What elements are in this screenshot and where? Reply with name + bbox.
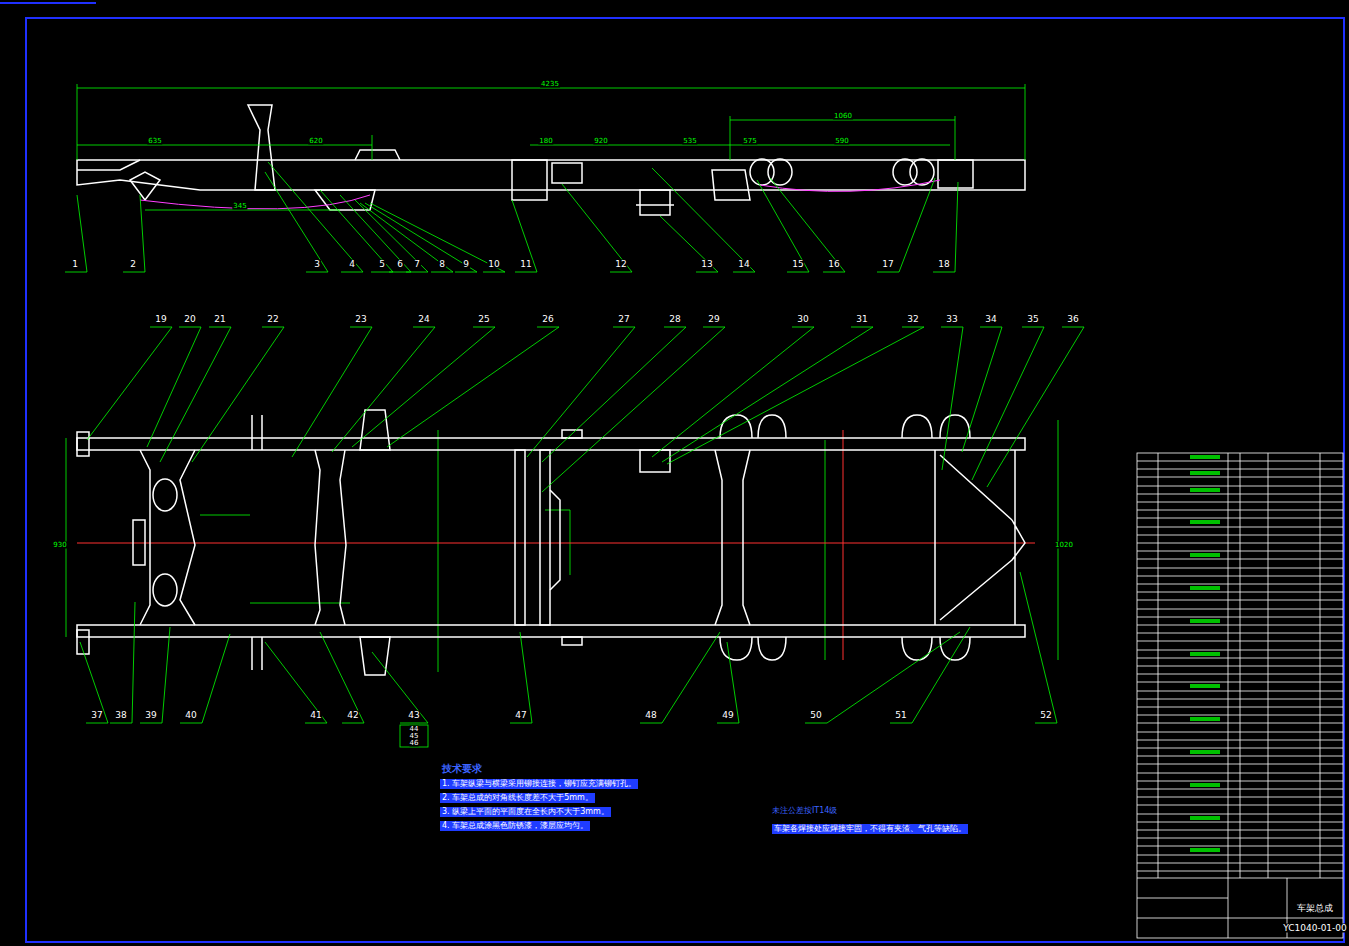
callout-number: 3: [313, 260, 321, 269]
callout-number: 7: [413, 260, 421, 269]
callout-number: 42: [346, 711, 359, 720]
callout-number: 39: [144, 711, 157, 720]
callout-number: 5: [378, 260, 386, 269]
callout-number: 24: [417, 315, 430, 324]
callout-number: 4: [348, 260, 356, 269]
callout-number: 27: [617, 315, 630, 324]
callout-number: 11: [519, 260, 532, 269]
callout-number: 21: [213, 315, 226, 324]
note-line: 未注公差按IT14级: [772, 807, 837, 815]
callout-number: 52: [1039, 711, 1052, 720]
callout-number: 51: [894, 711, 907, 720]
callout-number: 46: [410, 740, 419, 747]
dimension-value: 930: [52, 542, 67, 549]
note-line: 1. 车架纵梁与横梁采用铆接连接，铆钉应充满铆钉孔。: [440, 779, 638, 789]
parts-list-fill: [1190, 455, 1220, 852]
callout-number: 26: [541, 315, 554, 324]
callout-number: 34: [984, 315, 997, 324]
note-line: 3. 纵梁上平面的平面度在全长内不大于3mm。: [440, 807, 611, 817]
callout-number: 19: [154, 315, 167, 324]
callout-number: 50: [809, 711, 822, 720]
note-line: 2. 车架总成的对角线长度差不大于5mm。: [440, 793, 595, 803]
callout-number: 38: [114, 711, 127, 720]
callout-number: 1: [71, 260, 79, 269]
callout-number: 44: [410, 726, 419, 733]
callout-number: 16: [827, 260, 840, 269]
callout-number: 30: [796, 315, 809, 324]
dimension-value: 620: [308, 138, 323, 145]
side-view: [77, 105, 1025, 215]
callout-number: 22: [266, 315, 279, 324]
callout-number: 20: [183, 315, 196, 324]
callout-number: 15: [791, 260, 804, 269]
dimension-value: 1020: [1054, 542, 1074, 549]
callout-number: 8: [438, 260, 446, 269]
note-line: 4. 车架总成涂黑色防锈漆，漆层应均匀。: [440, 821, 590, 831]
dimension-value: 635: [147, 138, 162, 145]
dimension-value: 920: [593, 138, 608, 145]
parts-list-grid: [1137, 453, 1343, 938]
callout-number: 18: [937, 260, 950, 269]
drawing-title: 车架总成: [1297, 904, 1333, 913]
callout-number: 13: [700, 260, 713, 269]
callout-number: 10: [487, 260, 500, 269]
callout-number: 43: [407, 711, 420, 720]
callout-number: 41: [309, 711, 322, 720]
leader-lines: [65, 162, 1084, 747]
callout-number: 9: [462, 260, 470, 269]
callout-number: 36: [1066, 315, 1079, 324]
callout-number: 48: [644, 711, 657, 720]
dimension-lines: [66, 84, 1058, 672]
plan-view: [77, 410, 1025, 675]
callout-number: 47: [514, 711, 527, 720]
callout-number: 40: [184, 711, 197, 720]
callout-number: 2: [129, 260, 137, 269]
callout-number: 33: [945, 315, 958, 324]
note-line: 车架各焊接处应焊接牢固，不得有夹渣、气孔等缺陷。: [772, 824, 968, 834]
callout-number: 49: [721, 711, 734, 720]
callout-number: 35: [1026, 315, 1039, 324]
callout-number: 37: [90, 711, 103, 720]
dimension-value: 345: [232, 203, 247, 210]
callout-number: 12: [614, 260, 627, 269]
dimension-value: 180: [538, 138, 553, 145]
callout-number: 14: [737, 260, 750, 269]
callout-number: 17: [881, 260, 894, 269]
dimension-value: 1060: [833, 113, 853, 120]
callout-number: 31: [855, 315, 868, 324]
dimension-value: 4235: [540, 81, 560, 88]
callout-number: 23: [354, 315, 367, 324]
dimension-value: 590: [834, 138, 849, 145]
callout-number: 32: [906, 315, 919, 324]
drawing-number: YC1040-01-00: [1283, 924, 1347, 933]
callout-number: 25: [477, 315, 490, 324]
notes-heading: 技术要求: [442, 764, 482, 774]
callout-number: 29: [707, 315, 720, 324]
dimension-value: 535: [682, 138, 697, 145]
callout-number: 6: [396, 260, 404, 269]
callout-number: 45: [410, 733, 419, 740]
callout-number: 28: [668, 315, 681, 324]
dimension-value: 575: [742, 138, 757, 145]
